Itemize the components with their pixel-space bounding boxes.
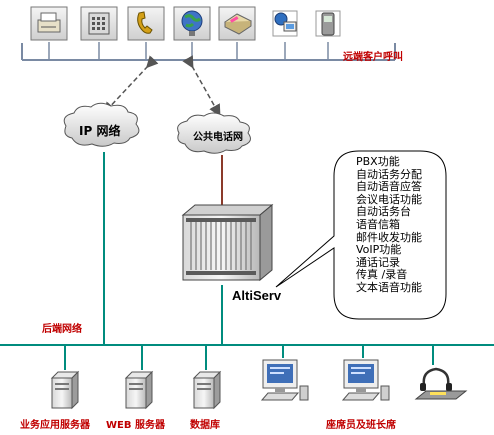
remote-clients-label: 远端客户呼叫 <box>343 52 403 63</box>
fax-icon <box>30 6 68 41</box>
globe-icon <box>173 6 211 41</box>
agents-label: 座席员及班长席 <box>326 420 396 431</box>
feature-item: 邮件收发功能 <box>356 230 422 244</box>
backend-network-label: 后端网络 <box>42 324 82 335</box>
web-server-label: WEB 服务器 <box>106 420 165 431</box>
feature-item: 语音信箱 <box>356 217 400 231</box>
pstn-call-arrow <box>182 55 221 117</box>
handset-icon <box>127 6 165 41</box>
ip-network-cloud <box>63 102 140 147</box>
database-server-tower <box>192 370 222 410</box>
app-server-tower <box>50 370 80 410</box>
feature-item: 通话记录 <box>356 255 400 269</box>
feature-item: 自动语音应答 <box>356 180 422 194</box>
feature-item: 自动话务分配 <box>356 167 422 181</box>
feature-item: VoIP功能 <box>356 243 402 257</box>
feature-item: 传真 /录音 <box>356 268 408 282</box>
feature-item: PBX功能 <box>356 155 400 168</box>
remote-client-bus <box>21 42 396 61</box>
lan-drops <box>64 345 434 370</box>
mobile-phone-icon <box>315 10 341 37</box>
server-label: AltiServ <box>232 288 282 303</box>
feature-item: 自动话务台 <box>356 205 411 219</box>
agent-workstation-2 <box>341 359 390 401</box>
web-server-tower <box>124 370 154 410</box>
feature-item: 会议电话功能 <box>356 192 422 206</box>
network-computer-icon <box>272 10 298 37</box>
feature-item: 文本语音功能 <box>356 280 422 294</box>
pstn-cloud <box>177 112 251 154</box>
feature-callout <box>275 150 447 320</box>
app-server-label: 业务应用服务器 <box>20 420 90 431</box>
headset-phone-icon <box>414 367 468 400</box>
ip-network-label: IP 网络 <box>79 124 121 138</box>
ip-call-arrow <box>102 55 159 115</box>
feature-list: PBX功能 自动话务分配 自动语音应答 会议电话功能 自动话务台 语音信箱 邮件… <box>356 155 422 295</box>
printer-icon <box>218 6 256 41</box>
database-label: 数据库 <box>190 420 220 431</box>
phone-icon <box>80 6 118 41</box>
altiserv-server <box>181 203 274 282</box>
pstn-label: 公共电话网 <box>193 132 243 143</box>
agent-workstation-1 <box>260 359 309 401</box>
